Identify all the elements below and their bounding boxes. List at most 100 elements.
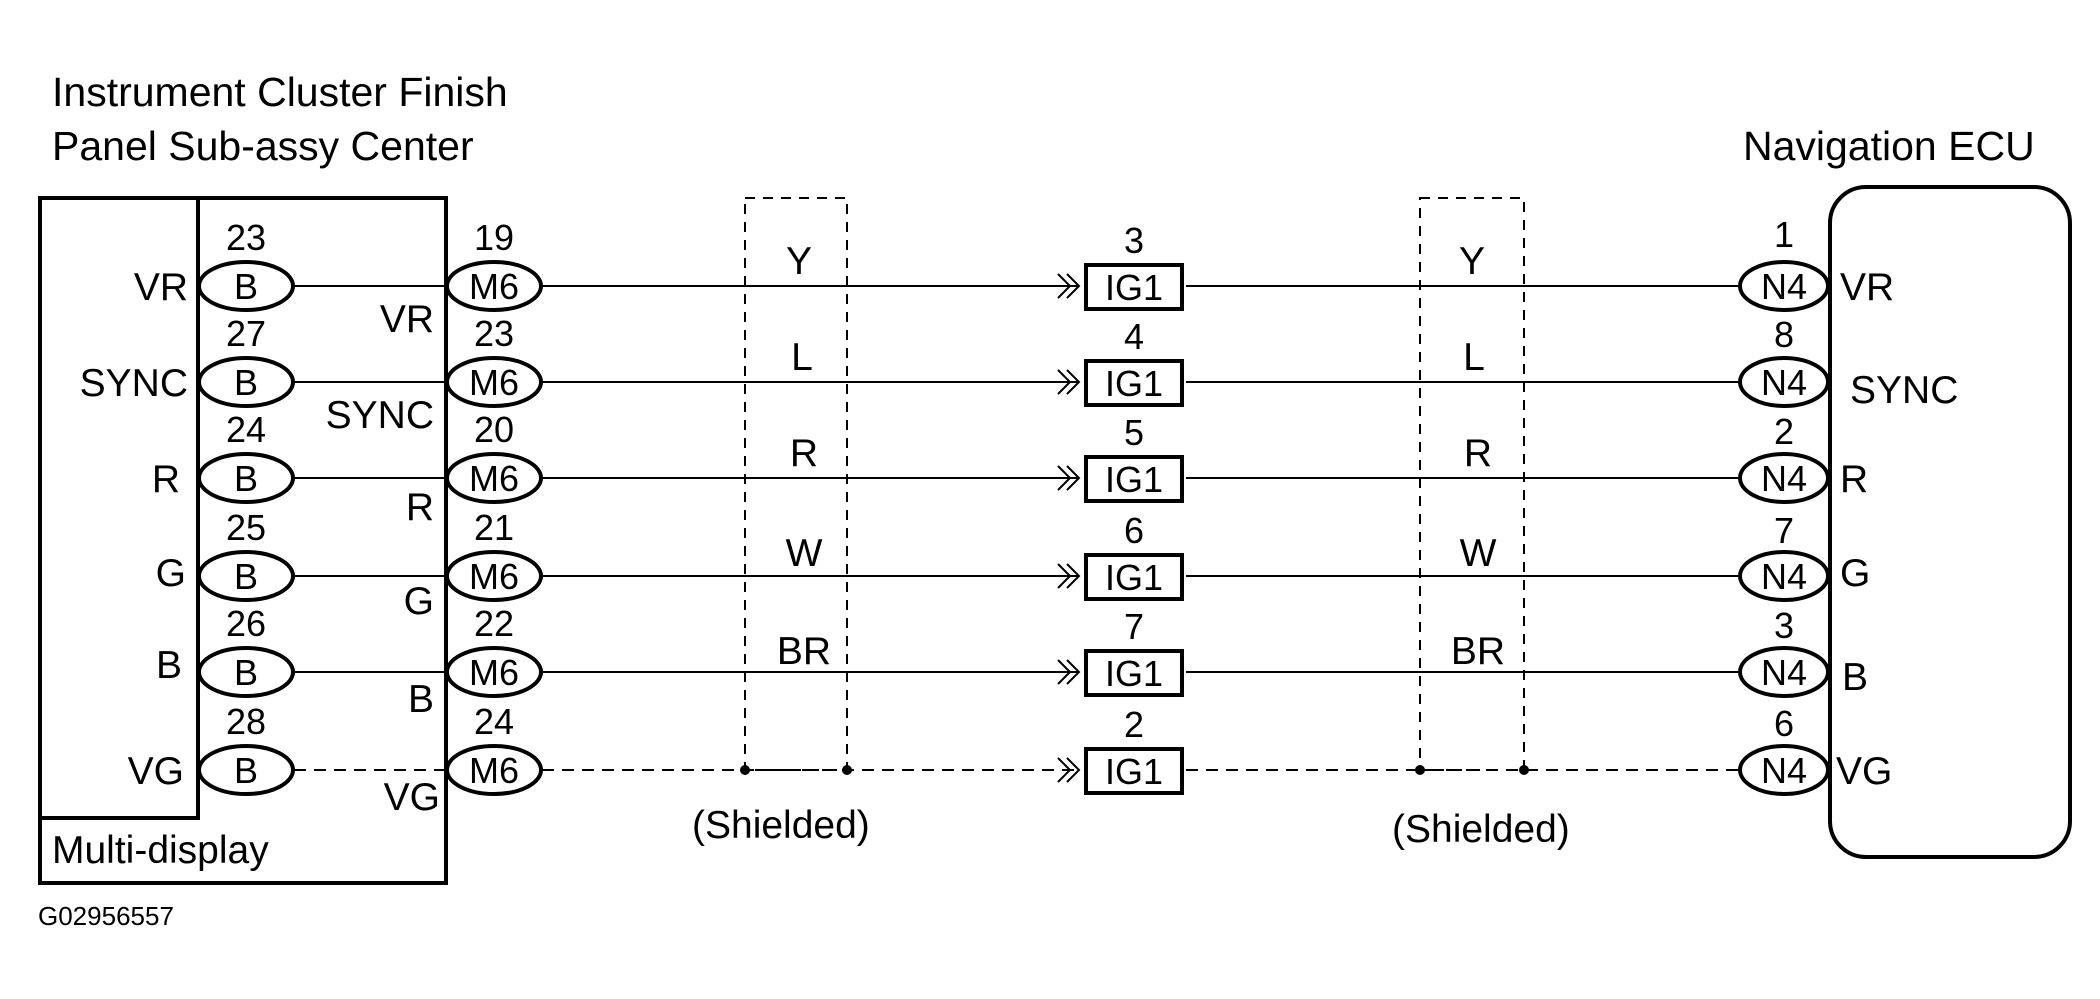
- ig1-pin-number: 6: [1124, 510, 1144, 551]
- b-pin-number: 27: [226, 313, 266, 354]
- multi-display-box: [40, 196, 200, 820]
- ig1-pin-number: 4: [1124, 316, 1144, 357]
- shield-junction-dot: [1519, 765, 1529, 775]
- outer-signal-label: R: [406, 486, 434, 529]
- ecu-signal-label: B: [1842, 656, 1868, 699]
- ig1-pin-number: 7: [1124, 606, 1144, 647]
- wire-color-label: W: [1460, 532, 1497, 575]
- connector-n4: [1738, 356, 1830, 408]
- navigation-ecu-box: [1828, 185, 2072, 859]
- connector-arrow-icon: [1066, 757, 1081, 783]
- connector-b-label: B: [234, 266, 258, 307]
- left-component-title-line2: Panel Sub-assy Center: [52, 123, 474, 169]
- connector-arrow-icon: [1066, 659, 1081, 685]
- outer-signal-label: VR: [380, 298, 434, 341]
- ecu-signal-label: R: [1840, 458, 1868, 501]
- wire-color-label: BR: [777, 630, 831, 673]
- signal-row: B 27 SYNC SYNC M6 23 L L IG1 4 N4 8 SYNC: [80, 313, 1959, 437]
- shielded-label-left: (Shielded): [692, 804, 870, 847]
- connector-m6: [445, 550, 543, 602]
- shield-box-right: [1419, 197, 1525, 771]
- signal-row: B 28 VG VG M6 24 IG1 2 N4 6 VG: [128, 701, 1893, 819]
- connector-b-label: B: [234, 750, 258, 791]
- connector-b-label: B: [234, 652, 258, 693]
- figure-id: G02956557: [38, 901, 174, 931]
- connector-b-label: B: [234, 362, 258, 403]
- connector-ig1: [1084, 455, 1184, 503]
- inner-signal-label: VG: [128, 750, 184, 793]
- connector-ig1: [1084, 553, 1184, 601]
- ecu-signal-label: SYNC: [1850, 369, 1958, 412]
- wire-color-label: W: [786, 532, 823, 575]
- inner-signal-label: R: [152, 458, 180, 501]
- connector-m6: [445, 356, 543, 408]
- ig1-pin-number: 5: [1124, 412, 1144, 453]
- wire-color-label: Y: [786, 240, 812, 283]
- inner-signal-label: G: [156, 552, 186, 595]
- connector-b: [197, 452, 295, 504]
- connector-m6-label: M6: [469, 750, 519, 791]
- connector-n4: [1738, 550, 1830, 602]
- connector-ig1-label: IG1: [1105, 557, 1163, 598]
- connector-b: [197, 260, 295, 312]
- n4-pin-number: 7: [1774, 510, 1794, 551]
- connector-n4: [1738, 260, 1830, 312]
- connector-b-label: B: [234, 458, 258, 499]
- connector-n4: [1738, 646, 1830, 698]
- shielded-label-right: (Shielded): [1392, 808, 1570, 851]
- connector-m6-label: M6: [469, 652, 519, 693]
- connector-arrow-icon: [1057, 757, 1072, 783]
- inner-signal-label: B: [156, 644, 182, 687]
- inner-signal-label: VR: [134, 266, 188, 309]
- connector-n4: [1738, 744, 1830, 796]
- connector-n4: [1738, 452, 1830, 504]
- connector-ig1: [1084, 263, 1184, 311]
- n4-pin-number: 1: [1774, 214, 1794, 255]
- signal-row: B 26 B B M6 22 BR BR IG1 7 N4 3 B: [156, 603, 1868, 721]
- connector-arrow-icon: [1066, 465, 1081, 491]
- connector-arrow-icon: [1066, 563, 1081, 589]
- shield-junction-dot: [1415, 765, 1425, 775]
- connector-ig1: [1084, 359, 1184, 407]
- connector-b: [197, 550, 295, 602]
- connector-arrow-icon: [1066, 369, 1081, 395]
- b-pin-number: 28: [226, 701, 266, 742]
- connector-m6: [445, 452, 543, 504]
- outer-signal-label: SYNC: [326, 394, 434, 437]
- b-pin-number: 24: [226, 409, 266, 450]
- connector-n4-label: N4: [1761, 652, 1807, 693]
- connector-arrow-icon: [1057, 369, 1072, 395]
- connector-n4-label: N4: [1761, 750, 1807, 791]
- n4-pin-number: 3: [1774, 605, 1794, 646]
- outer-signal-label: B: [408, 678, 434, 721]
- wire-color-label: R: [790, 432, 818, 475]
- connector-m6: [445, 744, 543, 796]
- b-pin-number: 25: [226, 507, 266, 548]
- wire-color-label: L: [1463, 336, 1485, 379]
- ig1-pin-number: 3: [1124, 220, 1144, 261]
- ig1-pin-number: 2: [1124, 704, 1144, 745]
- signal-row: B 25 G G M6 21 W W IG1 6 N4 7 G: [156, 507, 1871, 623]
- m6-pin-number: 21: [474, 507, 514, 548]
- connector-b: [197, 356, 295, 408]
- connector-n4-label: N4: [1761, 362, 1807, 403]
- connector-arrow-icon: [1057, 563, 1072, 589]
- connector-m6-label: M6: [469, 266, 519, 307]
- wire-color-label: Y: [1459, 240, 1485, 283]
- connector-n4-label: N4: [1761, 458, 1807, 499]
- m6-pin-number: 23: [474, 313, 514, 354]
- b-pin-number: 26: [226, 603, 266, 644]
- n4-pin-number: 2: [1774, 411, 1794, 452]
- wire-color-label: BR: [1451, 630, 1505, 673]
- right-component-title: Navigation ECU: [1743, 123, 2035, 169]
- left-component-outer-box: [38, 196, 448, 885]
- outer-signal-label: G: [404, 580, 434, 623]
- ecu-signal-label: VG: [1836, 750, 1892, 793]
- inner-signal-label: SYNC: [80, 362, 188, 405]
- shield-box-left: [744, 197, 848, 771]
- connector-m6-label: M6: [469, 362, 519, 403]
- b-pin-number: 23: [226, 217, 266, 258]
- connector-b-label: B: [234, 556, 258, 597]
